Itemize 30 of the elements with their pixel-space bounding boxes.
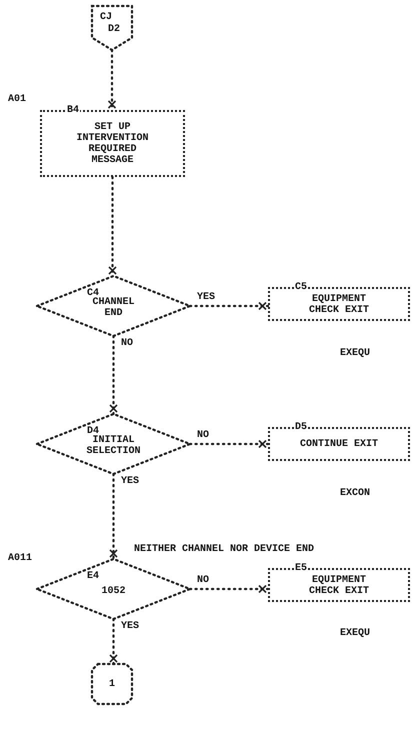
connector-text: CJ [100,12,112,23]
flow-connector [188,584,270,594]
decision-diamond [37,559,190,619]
off-page-connector [92,6,132,50]
flow-connector [188,302,270,310]
routine-name: EXEQU [340,628,370,639]
connector-text: D2 [108,24,120,35]
note-text: NEITHER CHANNEL NOR DEVICE END [134,544,314,555]
decision-diamond [37,414,190,474]
step-id: E4 [86,571,100,582]
decision-diamond [37,276,190,336]
box-text: CONTINUE EXIT [298,439,379,450]
routine-name: EXCON [340,488,370,499]
decision-text: 1052 [100,586,126,596]
flow-connector [108,48,116,112]
connector-text: 1 [109,678,116,690]
flow-connector [109,334,118,416]
decision-text: CHANNEL END [91,297,136,319]
flow-connector [109,618,118,666]
box-text: EQUIPMENT CHECK EXIT [308,294,370,316]
flow-connector [108,176,117,278]
flow-connector [109,472,118,560]
connector-symbol [92,664,132,704]
flow-connector [188,440,270,448]
routine-name: EXEQU [340,348,370,359]
decision-text: INITIAL SELECTION [85,435,142,457]
box-text: EQUIPMENT CHECK EXIT [308,574,370,596]
routine-name: A011 [8,553,32,564]
routine-name: A01 [8,94,26,105]
box-text: SET UP INTERVENTION REQUIRED MESSAGE [75,122,150,166]
